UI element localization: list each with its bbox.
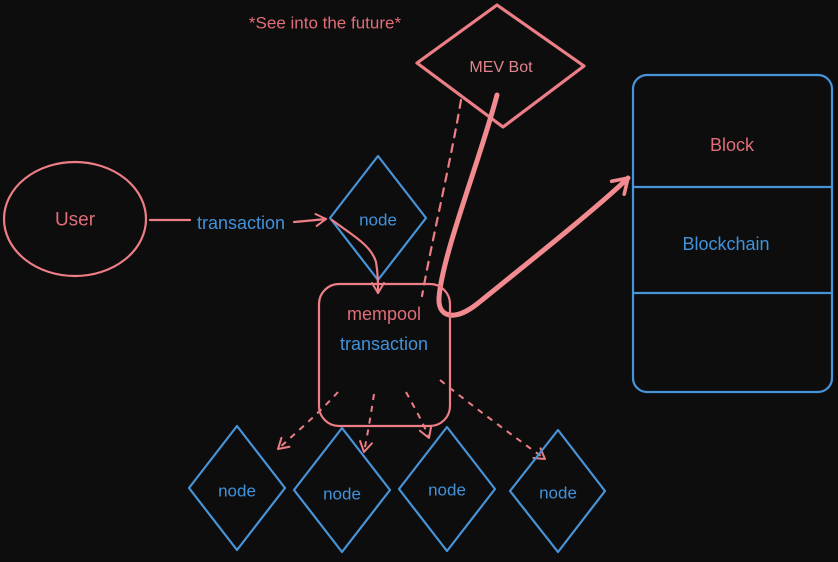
peer-node-label-2: node [323,484,361,504]
block-label: Block [709,135,755,155]
mempool-broadcast-arrow-4 [439,379,546,460]
user-label: User [54,209,96,231]
transaction-edge-label: transaction [196,213,286,233]
peer-node-label-3: node [428,480,466,500]
peer-node-label-1: node [218,481,256,501]
mempool-title-label: mempool [346,304,422,324]
peer-node-label-4: node [539,483,577,503]
entry-node-label: node [359,210,397,230]
future-note-label: *See into the future* [248,13,402,33]
mempool-broadcast-arrow-2 [359,393,375,453]
mempool-broadcast-arrow-3 [405,391,433,439]
mev-to-block-arrow [436,92,631,318]
peer-node-diamond-4 [508,428,607,554]
peer-node-diamond-1 [187,424,287,552]
blockchain-container [631,73,834,394]
transaction-arrow [292,213,328,227]
entry-node-diamond [328,154,428,282]
blockchain-label: Blockchain [682,234,770,254]
mempool-broadcast-arrow-1 [277,391,339,450]
peer-node-diamond-3 [397,425,497,553]
mev-bot-diamond [415,3,586,129]
mev-watch-dashed-line [420,98,463,298]
mempool-subtitle-label: transaction [339,334,429,354]
mev-bot-label: MEV Bot [469,59,533,76]
peer-node-diamond-2 [292,426,392,554]
mempool-box [317,282,452,428]
user-ellipse [2,160,148,278]
